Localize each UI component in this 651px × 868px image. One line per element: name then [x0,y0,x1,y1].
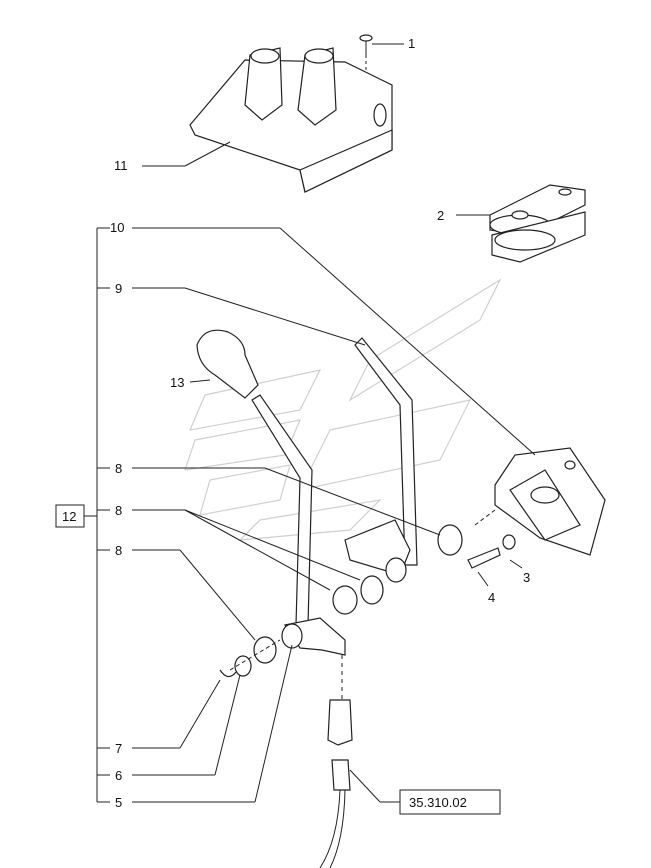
callout-13: 13 [170,375,184,390]
callout-6: 6 [115,768,122,783]
lever-knob [196,329,259,399]
assembly-lines [229,509,496,671]
callout-2: 2 [437,208,444,223]
callout-4: 4 [488,590,495,605]
callout-5: 5 [115,795,122,810]
callout-11: 11 [114,158,128,173]
control-housing-cover [189,47,393,193]
bushings [219,524,463,678]
callout-8-top: 8 [115,461,122,476]
rubber-seal [489,184,586,263]
callout-8-bottom: 8 [115,543,122,558]
screw [359,34,373,72]
callout-10: 10 [110,220,124,235]
callout-1: 1 [408,36,415,51]
callout-8-middle: 8 [115,503,122,518]
callout-12: 12 [62,509,76,524]
mounting-bracket [494,447,606,556]
assembly-label-12: 12 [55,504,85,528]
leader-lines [132,43,536,803]
callout-9: 9 [115,281,122,296]
callout-3: 3 [523,570,530,585]
callout-7: 7 [115,741,122,756]
cable-connector [319,655,353,868]
reference-box: 35.310.02 [399,789,501,815]
bolt-and-washer [467,534,516,569]
main-lever [251,394,411,656]
group-bracket [84,227,110,803]
reference-label: 35.310.02 [409,795,467,810]
shift-lever-rod [354,337,418,566]
watermark-logo [184,278,502,541]
callout-labels: 1 2 3 4 5 6 7 8 8 8 9 10 11 13 [110,36,530,810]
